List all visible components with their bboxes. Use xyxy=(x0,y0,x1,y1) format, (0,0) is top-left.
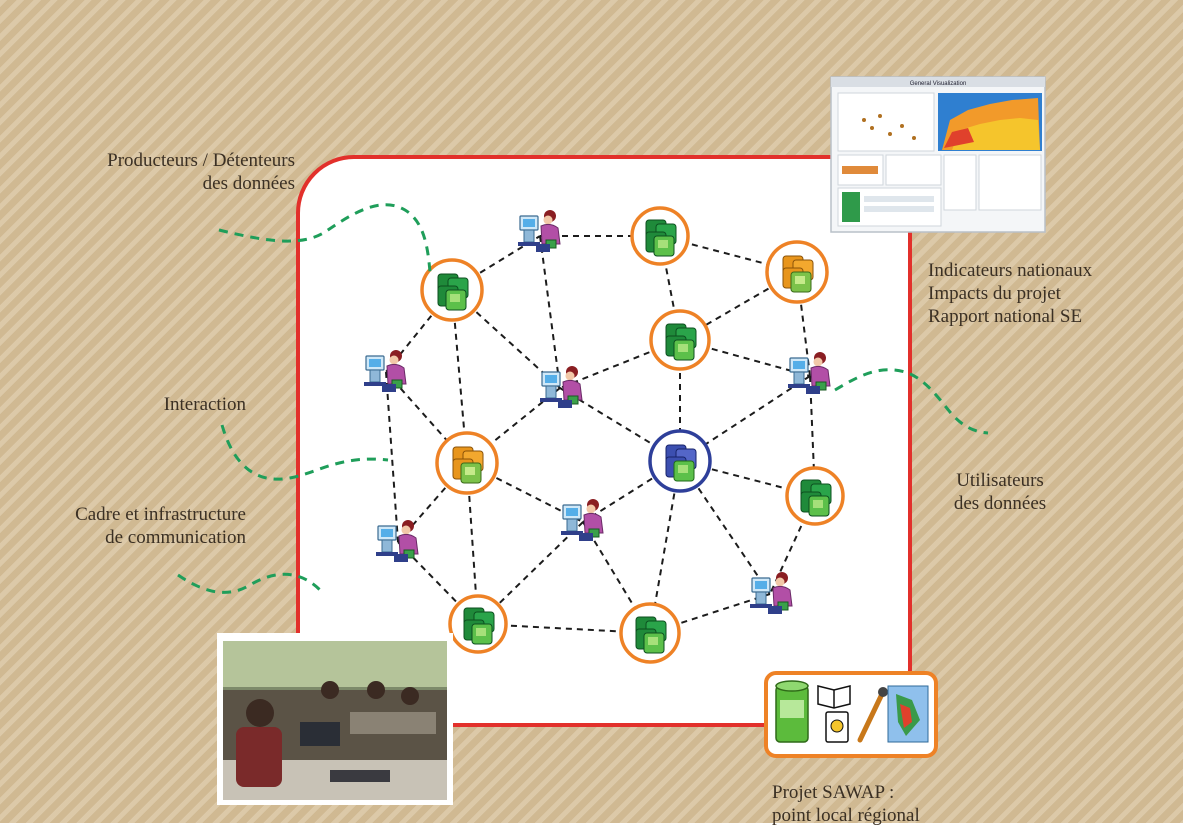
svg-text:General Visualization: General Visualization xyxy=(910,81,967,87)
producer-node xyxy=(630,206,690,266)
infrastructure-line-1: Cadre et infrastructure xyxy=(75,504,246,525)
document-icon xyxy=(825,711,849,743)
indicators-line-2: Impacts du projet xyxy=(928,283,1061,304)
sawap-project-box xyxy=(764,671,938,758)
producers-leader xyxy=(218,203,432,273)
interaction-line-1: Interaction xyxy=(163,394,246,415)
users-leader xyxy=(834,368,989,435)
indicators-line-3: Rapport national SE xyxy=(928,306,1083,327)
training-photo xyxy=(217,633,453,805)
producer-node-orange xyxy=(435,431,499,495)
interaction-leader xyxy=(220,424,389,481)
project-line-2: point local régional xyxy=(772,805,920,826)
leader-lines xyxy=(177,203,989,594)
producers-line-1: Producteurs / Détenteurs xyxy=(107,150,295,171)
producer-node xyxy=(649,309,711,371)
project-line-1: Projet SAWAP : xyxy=(772,782,895,803)
infrastructure-leader xyxy=(177,572,322,594)
tool-icon xyxy=(857,687,888,743)
producer-node xyxy=(448,594,508,654)
users-line-1: Utilisateurs xyxy=(956,470,1044,491)
hub-node xyxy=(648,429,712,493)
dashboard-screenshot: General Visualization xyxy=(830,76,1046,233)
database-icon xyxy=(775,680,809,743)
map-icon xyxy=(887,685,929,743)
project-label: Projet SAWAP : point local régional xyxy=(772,781,972,827)
indicators-label: Indicateurs nationaux Impacts du projet … xyxy=(928,259,1158,328)
interaction-label: Interaction xyxy=(80,393,246,416)
users-line-2: des données xyxy=(953,493,1047,514)
producers-line-2: des données xyxy=(202,173,295,194)
producer-node xyxy=(619,602,681,664)
infrastructure-line-2: de communication xyxy=(105,527,246,548)
users-label: Utilisateurs des données xyxy=(920,469,1080,515)
infrastructure-label: Cadre et infrastructure de communication xyxy=(20,503,246,549)
book-icon xyxy=(817,685,851,709)
indicators-line-1: Indicateurs nationaux xyxy=(928,260,1093,281)
producer-node xyxy=(785,466,845,526)
producer-node-orange xyxy=(765,240,829,304)
producers-label: Producteurs / Détenteurs des données xyxy=(40,149,295,195)
producer-node xyxy=(420,258,484,322)
